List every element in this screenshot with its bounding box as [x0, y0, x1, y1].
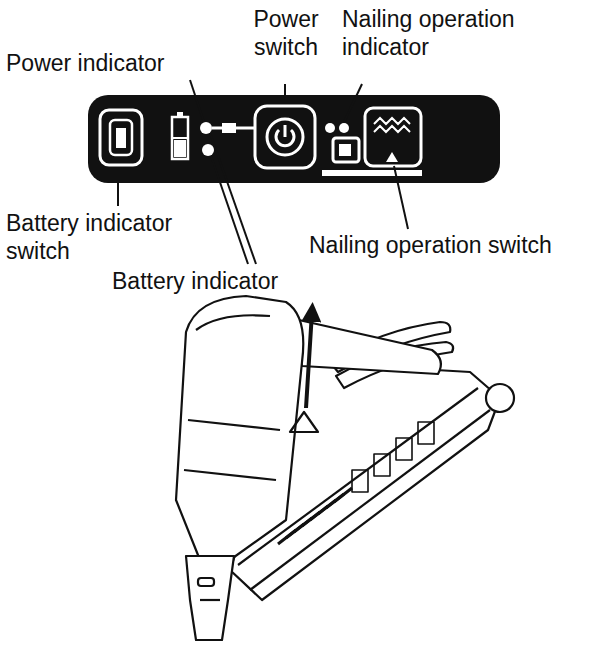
- part-label: Power indicator: [6, 50, 246, 78]
- operation-switch: [365, 108, 421, 166]
- battery-symbol: [172, 112, 188, 159]
- part-label: Battery indicator switch: [6, 210, 211, 265]
- operation-indicator: [333, 138, 359, 162]
- battery-switch: [100, 110, 142, 165]
- grip-panel: [418, 422, 434, 444]
- grip-panel: [352, 470, 368, 492]
- power-switch: [255, 106, 315, 168]
- grip-panel: [396, 438, 412, 460]
- power-indicator-lamp: [200, 122, 212, 134]
- pointer-arrow: [306, 312, 312, 408]
- part-label: Nailing operation switch: [309, 232, 597, 260]
- part-label: Power switch: [246, 6, 326, 61]
- nailer: [176, 296, 514, 640]
- part-label: Battery indicator: [112, 268, 342, 296]
- part-label: Nailing operation indicator: [342, 6, 592, 61]
- control-panel: [88, 95, 500, 183]
- battery-indicator-lamp: [202, 144, 214, 156]
- grip-panel: [374, 454, 390, 476]
- grip-rib: [334, 488, 352, 502]
